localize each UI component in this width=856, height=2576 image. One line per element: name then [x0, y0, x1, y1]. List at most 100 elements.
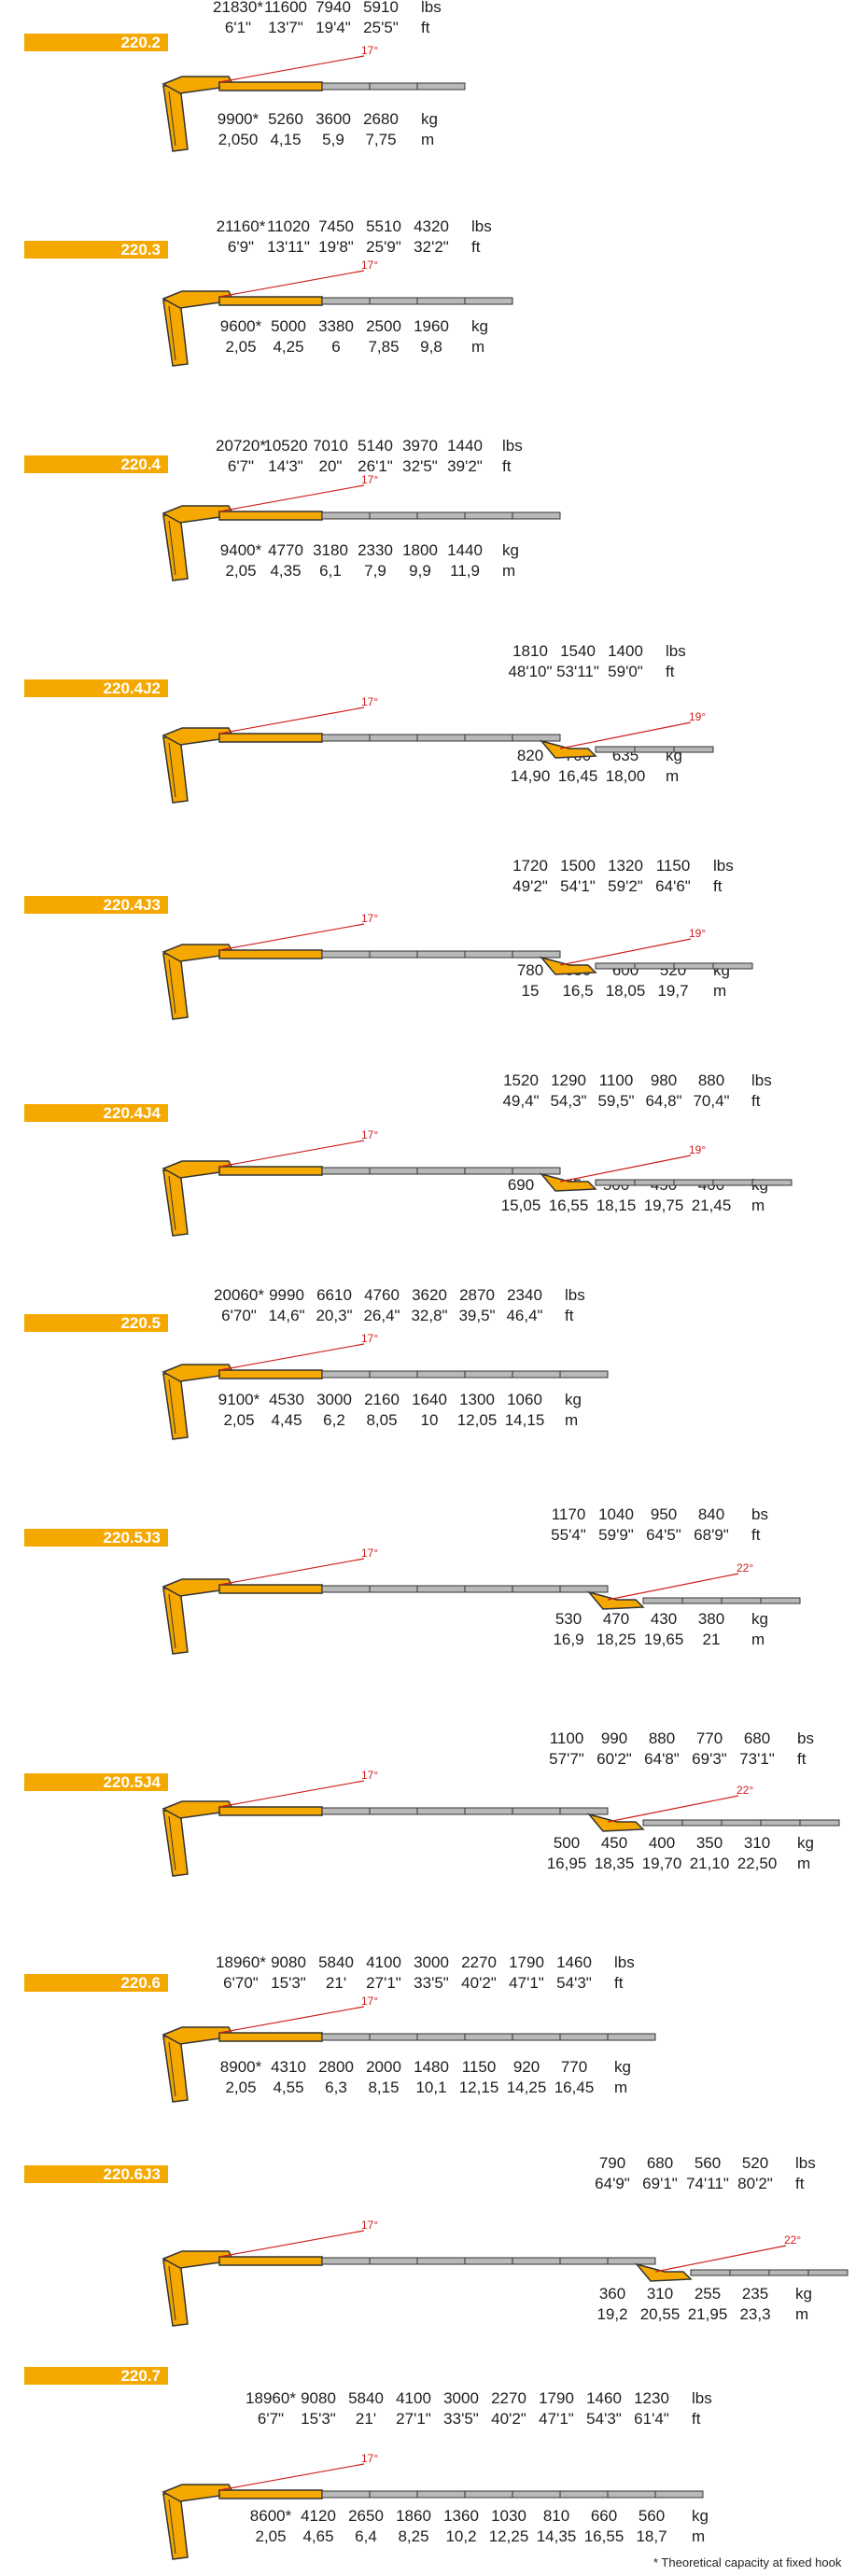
boom-extension [369, 82, 418, 91]
inner-boom [161, 290, 235, 309]
top-reach-unit: ft [751, 1526, 761, 1544]
boom-extension [369, 2490, 418, 2499]
boom-angle-label: 17° [361, 1547, 378, 1560]
top-reach-value: 73'1" [739, 1750, 775, 1768]
bottom-weight-value: 8600* [249, 2507, 292, 2525]
crane-diagram: 17°22° [161, 1769, 840, 1877]
bottom-reach-unit: m [502, 562, 516, 580]
top-reach-value: 59'0" [608, 663, 643, 680]
boom-extension [512, 1370, 561, 1379]
jib-angle-line [654, 2245, 787, 2273]
boom-extension [369, 1167, 418, 1175]
bottom-reach-value: 21,45 [691, 1197, 732, 1214]
top-reach-value: 54,3" [550, 1092, 587, 1110]
boom-extension [464, 734, 513, 742]
top-weight-value: 680 [646, 2154, 674, 2172]
jib-extension [760, 1597, 801, 1604]
top-reach-unit: ft [751, 1092, 761, 1110]
top-weight-value: 1320 [608, 857, 643, 875]
bottom-reach-value: 14,25 [506, 2079, 547, 2096]
jib-angle-line [607, 1573, 739, 1601]
top-weight-unit: lbs [795, 2154, 816, 2172]
top-weight-value: 880 [697, 1071, 725, 1089]
top-weight-value: 1790 [509, 1953, 544, 1971]
bottom-weight-value: 500 [553, 1834, 581, 1852]
boom-extension [416, 1585, 466, 1593]
top-weight-value: 1440 [447, 437, 483, 455]
top-weight-value: 2340 [507, 1286, 542, 1304]
bottom-weight-value: 400 [648, 1834, 676, 1852]
bottom-reach-value: 15,05 [500, 1197, 541, 1214]
jib-extension [712, 1179, 753, 1186]
bottom-reach-value: 7,85 [368, 338, 400, 356]
bottom-reach-value: 2,05 [223, 1411, 255, 1429]
boom-extension [464, 2490, 513, 2499]
boom-angle-label: 17° [361, 2452, 378, 2465]
boom-extension [416, 1807, 466, 1815]
bottom-reach-value: 19,65 [643, 1631, 684, 1648]
top-reach-value: 59'9" [598, 1526, 634, 1544]
bottom-reach-value: 21,10 [689, 1855, 730, 1872]
boom-extension [559, 1370, 609, 1379]
top-weight-value: 2870 [459, 1286, 495, 1304]
bottom-reach-unit: m [614, 2079, 628, 2096]
bottom-reach-value: 16,55 [583, 2527, 624, 2545]
bottom-weight-value: 1480 [414, 2058, 449, 2076]
top-reach-value: 27'1" [366, 1974, 401, 1992]
top-weight-value: 4760 [364, 1286, 400, 1304]
top-reach-unit: ft [614, 1974, 624, 1992]
bottom-reach-value: 19,7 [657, 982, 689, 1000]
crane-column [162, 953, 189, 1020]
bottom-reach-value: 15 [521, 982, 540, 1000]
top-weight-value: 3000 [414, 1953, 449, 1971]
bottom-weight-value: 1800 [402, 541, 438, 559]
bottom-weight-value: 3380 [318, 317, 354, 335]
boom-extension [512, 950, 561, 959]
crane-diagram: 17°19° [161, 1128, 793, 1237]
boom-extension [416, 511, 466, 520]
top-reach-value: 61'4" [634, 2410, 669, 2428]
jib-extension [673, 1179, 714, 1186]
boom-extension [321, 1370, 371, 1379]
top-weight-value: 1150 [655, 857, 691, 875]
inner-boom [161, 76, 235, 94]
boom-extension [369, 2033, 418, 2041]
top-reach-value: 19'4" [316, 19, 351, 36]
top-weight-value: 4320 [414, 217, 449, 235]
boom-angle-label: 17° [361, 1995, 378, 2008]
boom-extension [321, 2490, 371, 2499]
bottom-weight-value: 5000 [271, 317, 306, 335]
top-weight-unit: bs [751, 1505, 768, 1523]
jib-angle-line [607, 1795, 739, 1823]
top-reach-value: 33'5" [443, 2410, 479, 2428]
bottom-weight-value: 310 [646, 2285, 674, 2303]
boom-extension [416, 950, 466, 959]
top-reach-value: 70,4" [693, 1092, 730, 1110]
model-badge: 220.5J3 [24, 1529, 168, 1547]
boom-extension [464, 950, 513, 959]
bottom-weight-value: 1030 [491, 2507, 526, 2525]
top-weight-value: 9990 [269, 1286, 304, 1304]
jib-angle-line [559, 721, 692, 749]
bottom-weight-value: 8900* [219, 2058, 262, 2076]
top-reach-value: 6'1" [224, 19, 252, 36]
top-reach-unit: ft [502, 457, 512, 475]
bottom-reach-unit: m [795, 2305, 809, 2323]
bottom-reach-value: 23,3 [739, 2305, 771, 2323]
bottom-reach-value: 4,65 [302, 2527, 334, 2545]
top-weight-value: 2270 [461, 1953, 497, 1971]
boom-extension [464, 1167, 513, 1175]
bottom-reach-value: 22,50 [737, 1855, 778, 1872]
bottom-weight-value: 780 [516, 961, 544, 979]
top-weight-value: 20720* [216, 437, 266, 455]
bottom-reach-value: 5,9 [322, 131, 344, 148]
bottom-reach-value: 8,05 [366, 1411, 398, 1429]
boom-extension [559, 1807, 609, 1815]
jib-extension [712, 962, 753, 970]
top-reach-value: 60'2" [596, 1750, 632, 1768]
boom-extension [321, 1585, 371, 1593]
boom-angle-line [218, 270, 365, 298]
jib-extension [634, 746, 675, 753]
top-reach-unit: ft [797, 1750, 807, 1768]
top-reach-value: 33'5" [414, 1974, 449, 1992]
